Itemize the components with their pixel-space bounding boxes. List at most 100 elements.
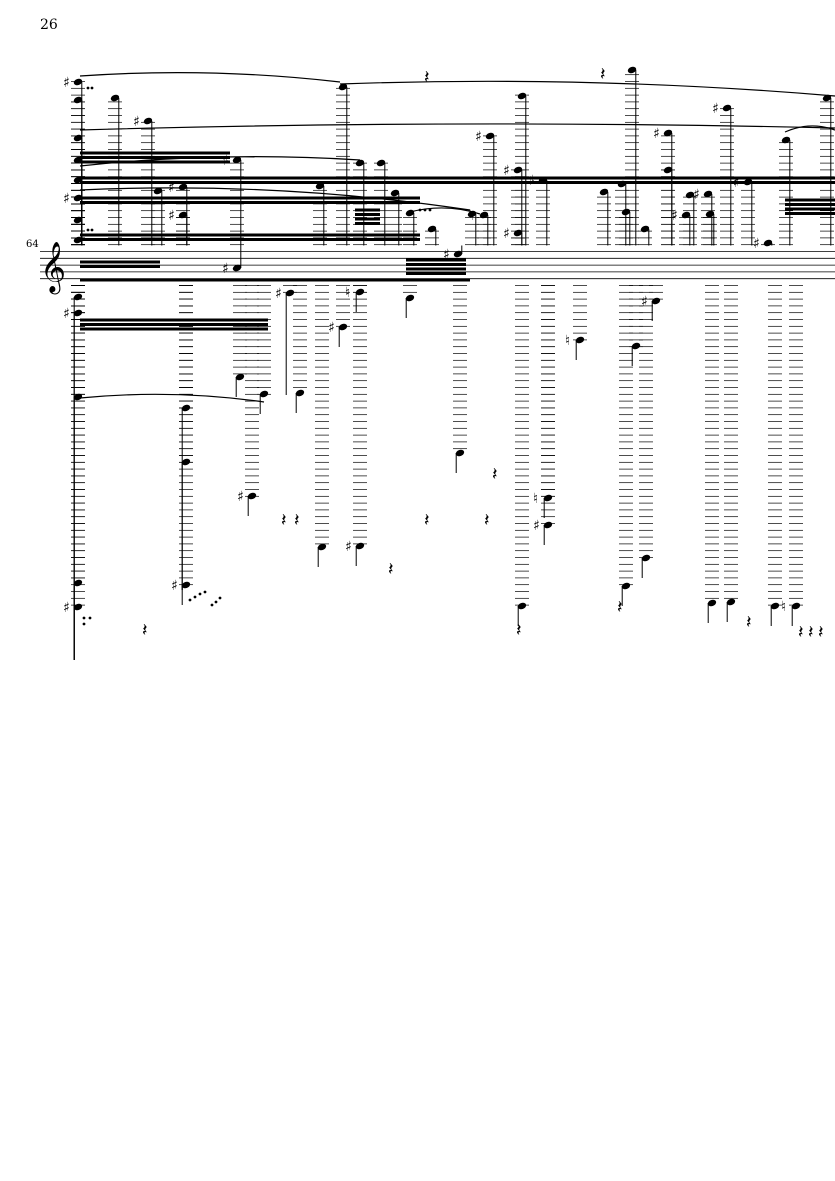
sharp-icon: ♯	[345, 539, 352, 555]
natural-icon: ♮	[345, 285, 350, 301]
tie	[79, 156, 361, 167]
notehead	[621, 582, 631, 590]
sharp-icon: ♯	[503, 163, 510, 179]
sharp-icon: ♯	[641, 294, 648, 310]
sharp-icon: ♯	[503, 226, 510, 242]
sharp-icon: ♯	[533, 518, 540, 534]
sharp-icon: ♯	[63, 600, 70, 616]
tie	[79, 187, 471, 211]
notehead	[259, 390, 269, 398]
notehead	[538, 176, 548, 184]
augmentation-dot	[82, 622, 86, 626]
sharp-icon: ♯	[63, 306, 70, 322]
notehead	[479, 211, 489, 219]
notehead	[73, 293, 83, 301]
quarter-rest-icon: 𝄽	[492, 464, 498, 485]
notehead	[453, 250, 463, 258]
notehead	[663, 166, 673, 174]
sharp-icon: ♯	[222, 153, 229, 169]
augmentation-dot	[90, 228, 94, 232]
notehead	[651, 297, 661, 305]
sharp-icon: ♯	[133, 114, 140, 130]
notehead	[681, 211, 691, 219]
augmentation-dot	[214, 600, 218, 604]
notehead	[663, 129, 673, 137]
notehead	[405, 294, 415, 302]
notehead	[73, 579, 83, 587]
sharp-icon: ♯	[171, 578, 178, 594]
notehead	[621, 208, 631, 216]
notehead	[73, 176, 83, 184]
page-number: 26	[40, 17, 58, 33]
sharp-icon: ♯	[475, 129, 482, 145]
sharp-icon: ♯	[712, 101, 719, 117]
notehead	[513, 229, 523, 237]
notehead	[703, 190, 713, 198]
notehead	[295, 389, 305, 397]
quarter-rest-icon: 𝄽	[617, 597, 623, 618]
natural-icon: ♮	[781, 599, 786, 615]
notehead	[73, 236, 83, 244]
notehead	[181, 458, 191, 466]
augmentation-dot	[218, 596, 222, 600]
notehead	[513, 166, 523, 174]
sharp-icon: ♯	[275, 286, 282, 302]
notehead	[405, 209, 415, 217]
quarter-rest-icon: 𝄽	[818, 622, 824, 643]
notehead	[517, 92, 527, 100]
notehead	[705, 210, 715, 218]
sharp-icon: ♯	[222, 261, 229, 277]
notehead	[235, 373, 245, 381]
augmentation-dot	[86, 228, 90, 232]
notehead	[73, 96, 83, 104]
quarter-rest-icon: 𝄽	[281, 510, 287, 531]
notehead	[338, 83, 348, 91]
augmentation-dot	[82, 616, 86, 620]
notehead	[763, 239, 773, 247]
notehead	[73, 134, 83, 142]
beams	[80, 151, 835, 331]
sharp-icon: ♯	[63, 191, 70, 207]
notehead	[822, 94, 832, 102]
notehead	[427, 225, 437, 233]
quarter-rest-icon: 𝄽	[798, 622, 804, 643]
notehead	[232, 156, 242, 164]
measure-number: 64	[26, 239, 39, 250]
augmentation-dot	[188, 598, 192, 602]
notehead	[376, 159, 386, 167]
treble-clef-icon: 𝄞	[40, 242, 66, 295]
notehead	[455, 449, 465, 457]
notehead	[73, 78, 83, 86]
quarter-rest-icon: 𝄽	[746, 612, 752, 633]
notehead	[685, 191, 695, 199]
notehead	[338, 323, 348, 331]
notehead	[73, 216, 83, 224]
notehead	[315, 182, 325, 190]
notehead	[73, 309, 83, 317]
augmentation-dot	[88, 616, 92, 620]
natural-icon: ♮	[533, 491, 538, 507]
notehead	[627, 66, 637, 74]
quarter-rest-icon: 𝄽	[808, 622, 814, 643]
augmentation-dot	[90, 86, 94, 90]
accidentals: ♯♯♯♯♯♯♯♯♯♯♯♯♯♮♯♯♮♯♯♯♯♯♮♮♯♯♯♯♯♯♯♮	[63, 75, 786, 616]
notehead	[640, 225, 650, 233]
notehead	[232, 264, 242, 272]
quarter-rest-icon: 𝄽	[142, 620, 148, 641]
quarter-rest-icon: 𝄽	[484, 510, 490, 531]
sharp-icon: ♯	[168, 180, 175, 196]
notehead	[73, 603, 83, 611]
augmentation-dot	[423, 208, 427, 212]
noteheads	[73, 66, 832, 611]
quarter-rest-icon: 𝄽	[600, 64, 606, 85]
notehead	[726, 598, 736, 606]
notehead	[543, 494, 553, 502]
augmentation-dot	[210, 603, 214, 607]
sharp-icon: ♯	[168, 208, 175, 224]
notehead	[631, 342, 641, 350]
notehead	[355, 542, 365, 550]
tie	[79, 72, 341, 83]
sharp-icon: ♯	[63, 75, 70, 91]
notehead	[770, 602, 780, 610]
notehead	[467, 210, 477, 218]
